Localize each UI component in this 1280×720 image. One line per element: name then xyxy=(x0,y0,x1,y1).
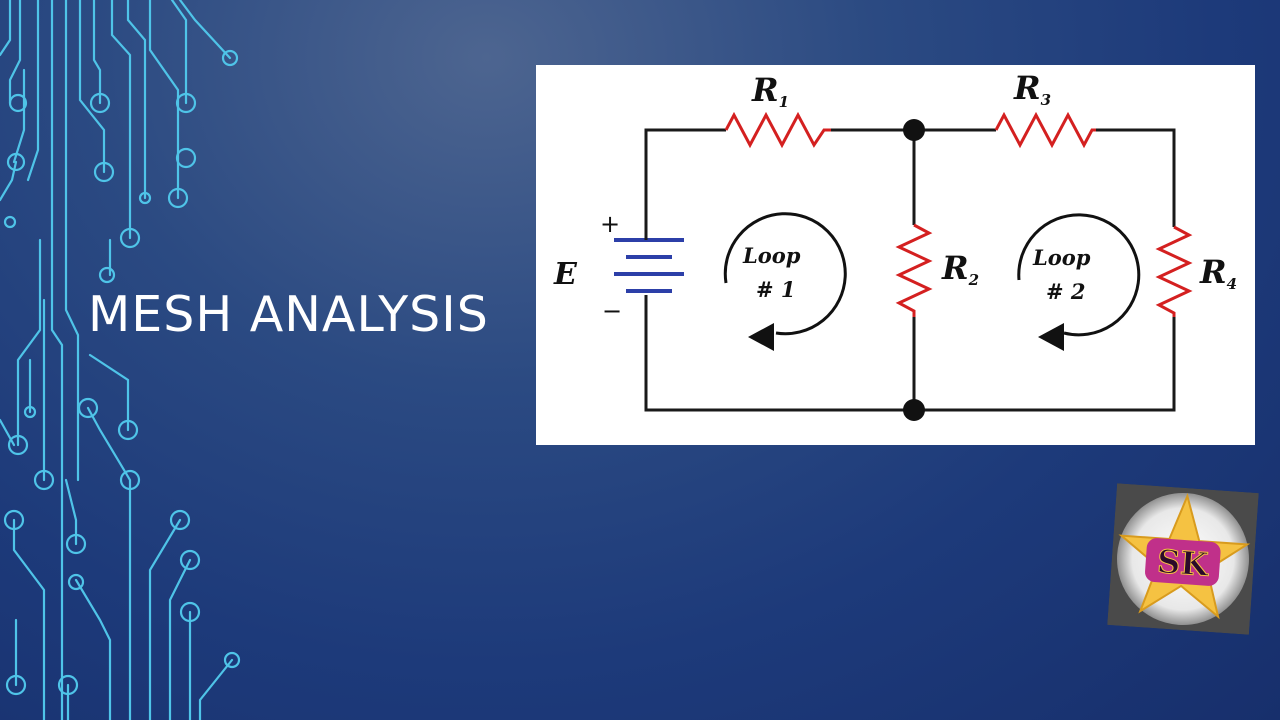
circuit-svg: E + − R1 R3 R2 R4 Loop # 1 Loop # 2 xyxy=(553,69,1237,421)
circuit-traces-decoration xyxy=(0,0,241,720)
junction-top xyxy=(903,119,925,141)
resistor-r2 xyxy=(895,223,933,317)
source-label-e: E xyxy=(553,257,578,292)
loop-1-label-line2: # 1 xyxy=(756,277,796,302)
resistor-r1 xyxy=(724,111,831,149)
minus-sign: − xyxy=(602,297,622,325)
label-r1: R1 xyxy=(751,71,789,111)
plus-sign: + xyxy=(600,210,620,238)
logo-badge xyxy=(1145,538,1221,586)
loop-2-arrow xyxy=(1017,213,1141,337)
loop-2-label-line1: Loop xyxy=(1032,245,1091,270)
resistor-r4 xyxy=(1155,225,1193,317)
mesh-circuit-diagram: E + − R1 R3 R2 R4 Loop # 1 Loop # 2 xyxy=(536,65,1255,445)
junction-bottom xyxy=(903,399,925,421)
loop-1-arrow xyxy=(723,212,847,336)
label-r2: R2 xyxy=(941,249,979,289)
label-r3: R3 xyxy=(1013,69,1051,109)
slide-title: MESH ANALYSIS xyxy=(88,286,489,343)
loop-2-arrowhead xyxy=(1038,323,1064,351)
sk-logo: SK xyxy=(1107,483,1259,635)
battery-symbol xyxy=(614,238,684,293)
loop-1-arrowhead xyxy=(748,323,774,351)
loop-2-label-line2: # 2 xyxy=(1046,279,1086,304)
logo-text: SK xyxy=(1156,542,1211,584)
resistor-r3 xyxy=(994,111,1096,149)
label-r4: R4 xyxy=(1199,253,1237,293)
loop-1-label-line1: Loop xyxy=(742,243,801,268)
